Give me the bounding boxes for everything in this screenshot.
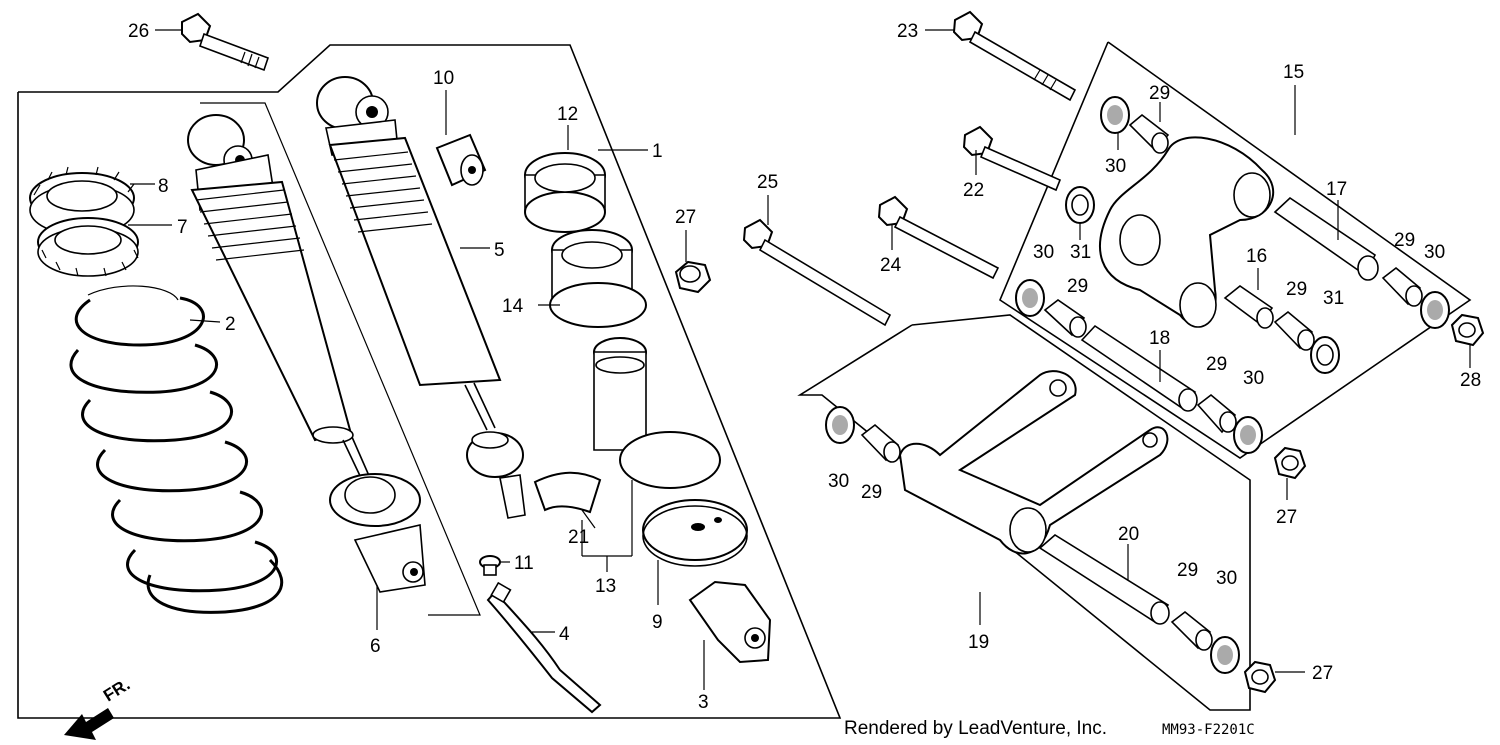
callout-23: 23 (897, 21, 918, 42)
callout-17: 17 (1326, 179, 1347, 200)
leader-lines (128, 29, 1471, 690)
callout-27-mid: 27 (1276, 507, 1297, 528)
collar-17 (1273, 196, 1379, 281)
bolt-26 (181, 12, 270, 72)
callout-15: 15 (1283, 62, 1304, 83)
callout-28: 28 (1460, 370, 1481, 391)
callout-31-b: 31 (1323, 288, 1344, 309)
collar-18 (1080, 324, 1198, 412)
callout-21: 21 (568, 527, 589, 548)
fitting-11 (479, 555, 501, 576)
callout-30-a: 30 (1105, 156, 1126, 177)
callout-22: 22 (963, 180, 984, 201)
callout-3: 3 (698, 692, 709, 713)
callout-8: 8 (158, 176, 169, 197)
front-direction-arrow: FR. (64, 675, 133, 740)
callout-29-a: 29 (1149, 83, 1170, 104)
callout-10: 10 (433, 68, 454, 89)
callout-30-c: 30 (1424, 242, 1445, 263)
callout-31-a: 31 (1070, 242, 1091, 263)
callout-29-e: 29 (1206, 354, 1227, 375)
shock-absorber-5 (316, 76, 526, 519)
callout-29-g: 29 (1177, 560, 1198, 581)
callout-27-bottom: 27 (1312, 663, 1333, 684)
callout-1: 1 (652, 141, 663, 162)
callout-27-top: 27 (675, 207, 696, 228)
collar-16 (1223, 285, 1274, 329)
callout-6: 6 (370, 636, 381, 657)
bolt-24 (877, 195, 1000, 280)
callout-13: 13 (595, 576, 616, 597)
bracket-3 (688, 580, 772, 664)
ring-nut-7 (37, 217, 139, 277)
bolt-25 (742, 218, 892, 327)
boot-13 (593, 337, 721, 489)
bushing-10 (435, 133, 487, 187)
callout-29-f: 29 (861, 482, 882, 503)
callout-5: 5 (494, 240, 505, 261)
group-boundary-linkage (999, 41, 1472, 459)
callout-30-e: 30 (828, 471, 849, 492)
clip-21 (533, 471, 602, 514)
callout-7: 7 (177, 217, 188, 238)
callout-20: 20 (1118, 524, 1139, 545)
spring-2 (69, 285, 284, 614)
callout-19: 19 (968, 632, 989, 653)
collar-14 (549, 229, 647, 328)
callout-29-c: 29 (1286, 279, 1307, 300)
bolt-22 (962, 125, 1062, 192)
callout-26: 26 (128, 21, 149, 42)
hose-4 (486, 581, 602, 714)
link-19 (898, 370, 1169, 555)
plate-9 (642, 499, 748, 567)
callout-9: 9 (652, 612, 663, 633)
collar-12 (524, 152, 606, 233)
callout-29-d: 29 (1394, 230, 1415, 251)
callout-4: 4 (559, 624, 570, 645)
bolt-23 (952, 10, 1077, 102)
render-credit: Rendered by LeadVenture, Inc. (844, 718, 1107, 739)
callout-24: 24 (880, 255, 902, 276)
seals-and-bushings (825, 96, 1485, 694)
callout-12: 12 (557, 104, 578, 125)
inner-boundary (200, 102, 481, 616)
front-label: FR. (100, 675, 133, 706)
collar-20 (1038, 534, 1170, 625)
callout-11: 11 (514, 553, 534, 574)
arm-15 (1099, 136, 1275, 328)
callout-18: 18 (1149, 328, 1170, 349)
callout-30-f: 30 (1216, 568, 1237, 589)
group-boundary-link (797, 314, 1251, 711)
callout-labels: 26 1 2 3 4 5 6 7 8 9 10 11 12 13 14 15 1… (128, 21, 1481, 713)
nut-27-top (674, 260, 712, 294)
group-boundary-shock (17, 44, 842, 719)
callout-29-b: 29 (1067, 276, 1088, 297)
callout-30-b: 30 (1033, 242, 1054, 263)
shock-absorber-6 (187, 114, 426, 593)
callout-14: 14 (502, 296, 524, 317)
diagram-code: MM93-F2201C (1162, 722, 1255, 738)
callout-16: 16 (1246, 246, 1267, 267)
callout-25: 25 (757, 172, 778, 193)
callout-2: 2 (225, 314, 236, 335)
callout-30-d: 30 (1243, 368, 1264, 389)
